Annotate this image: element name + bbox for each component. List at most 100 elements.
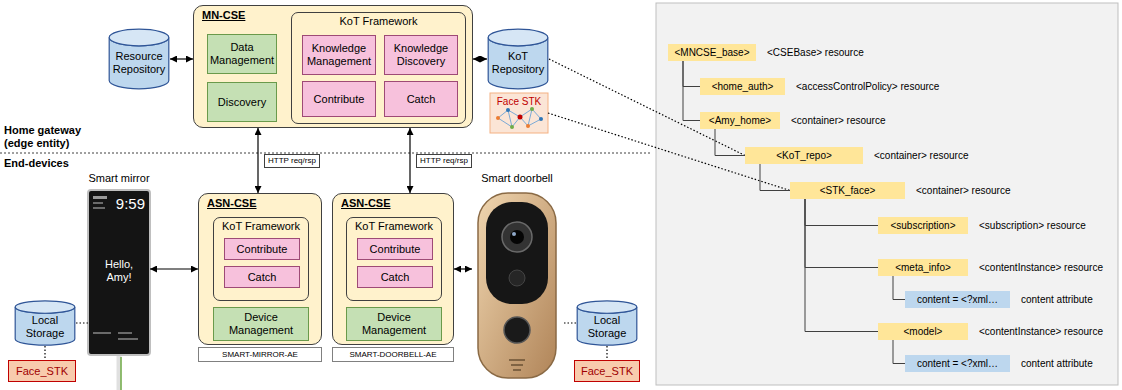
repository-cylinder: KoT Repository (487, 28, 549, 90)
node-text: 9:59 (116, 195, 145, 212)
node-text: content = <?xml… (917, 293, 998, 306)
resource-box: <model> (878, 323, 968, 340)
resource-type-label: <contentInstance> resource (979, 326, 1103, 338)
resource-type-label: <container> resource (916, 185, 1011, 197)
cylinder-top (15, 301, 75, 313)
resource-type-label: <subscription> resource (979, 220, 1086, 232)
function-box: Knowledge Management (302, 35, 376, 75)
resource-box: <subscription> (878, 217, 968, 234)
function-box: Discovery (207, 82, 277, 122)
tree-connector (805, 199, 878, 268)
function-box: Device Management (346, 307, 442, 341)
node-text: ASN-CSE (341, 197, 391, 210)
node-text: Catch (248, 271, 277, 284)
smart-doorbell-drawing (478, 193, 556, 378)
resource-type-label: <accessControlPolicy> resource (796, 81, 939, 93)
edge-separator (0, 153, 650, 154)
framework-box: KoT FrameworkContributeCatch (213, 217, 309, 301)
smart-mirror-drawing (88, 190, 150, 390)
node-text: Catch (407, 93, 436, 106)
stk-box: Face STK (490, 93, 548, 133)
node-text: Local Storage (17, 314, 73, 340)
function-box: Catch (357, 266, 433, 288)
tree-connector (893, 276, 905, 300)
node-text: <STK_face> (820, 184, 876, 197)
arrow-connector (409, 128, 410, 193)
tree-connector (683, 61, 700, 121)
node-text: Hello, Amy! (94, 258, 144, 284)
face-stk-network-icon (490, 93, 548, 133)
function-box: Contribute (224, 238, 300, 260)
node-text: Smart doorbell (481, 172, 553, 185)
node-text: Data Management (210, 41, 274, 67)
arrow-connector (257, 128, 258, 193)
node-text: SMART-MIRROR-AE (222, 350, 298, 360)
dotted-link (606, 346, 607, 360)
resource-box: <Amy_home> (700, 112, 780, 129)
arrow-connector (150, 268, 198, 269)
node-text: Device Management (217, 311, 305, 337)
node-text: Face_STK (581, 365, 633, 378)
node-text: KoT Framework (214, 220, 308, 233)
node-text: Contribute (370, 243, 421, 256)
attribute-label: content attribute (1021, 294, 1093, 306)
function-box: Catch (224, 266, 300, 288)
ae-tag: SMART-MIRROR-AE (198, 347, 322, 362)
cylinder-top (109, 29, 169, 46)
node-text: Smart mirror (88, 172, 149, 185)
tree-connector (715, 129, 745, 156)
function-box: Data Management (207, 34, 277, 74)
tree-connector (683, 61, 700, 87)
node-text: <MNCSE_base> (674, 46, 749, 59)
node-text: Discovery (218, 96, 266, 109)
node-text: content = <?xml… (917, 357, 998, 370)
resource-type-label: <container> resource (791, 115, 886, 127)
node-text: ASN-CSE (207, 197, 257, 210)
storage-cylinder: Local Storage (14, 300, 76, 346)
edge-label: HTTP req/rsp (264, 154, 320, 168)
repository-cylinder: Resource Repository (108, 28, 170, 90)
node-text: Knowledge Discovery (388, 42, 454, 68)
smart-mirror: Smart mirror9:59Hello, Amy! (88, 190, 150, 355)
cse-box: ASN-CSE KoT FrameworkContributeCatchDevic… (332, 193, 454, 345)
node-text: KoT Framework (347, 220, 441, 233)
node-text: Catch (381, 271, 410, 284)
node-text: SMART-DOORBELL-AE (350, 350, 437, 360)
node-text: Knowledge Management (306, 42, 372, 68)
arrow-connector (454, 268, 472, 269)
framework-box: KoT FrameworkContributeCatch (346, 217, 442, 301)
function-box: Device Management (213, 307, 309, 341)
attribute-box: content = <?xml… (905, 355, 1010, 372)
tree-connector (760, 164, 790, 191)
arrow-connector (473, 58, 487, 59)
resource-type-label: <contentInstance> resource (979, 262, 1103, 274)
tier-label: Home gateway (edge entity) (4, 124, 96, 150)
tree-connector (893, 340, 905, 364)
ae-tag: SMART-DOORBELL-AE (332, 347, 454, 362)
resource-box: <KoT_repo> (745, 147, 863, 164)
node-text: Local Storage (579, 314, 635, 340)
dotted-link (44, 346, 45, 360)
stk-box: Face_STK (574, 360, 640, 382)
resource-tree-panel (656, 3, 1118, 385)
node-text: <Amy_home> (709, 114, 771, 127)
tier-label: End-devices (4, 157, 69, 170)
function-box: Contribute (357, 238, 433, 260)
function-box: Knowledge Discovery (384, 35, 458, 75)
node-text: Contribute (314, 93, 365, 106)
edge-label: HTTP req/rsp (416, 154, 472, 168)
node-text: <subscription> (890, 219, 955, 232)
resource-box: <MNCSE_base> (668, 44, 756, 61)
cse-box: ASN-CSE KoT FrameworkContributeCatchDevic… (198, 193, 322, 345)
node-text: Device Management (350, 311, 438, 337)
cylinder-top (488, 29, 548, 46)
node-text: <home_auth> (712, 80, 774, 93)
cse-box: MN-CSEData ManagementDiscoveryKoT Framew… (193, 5, 473, 128)
cylinder-top (577, 301, 637, 313)
node-text: <model> (904, 325, 943, 338)
smart-doorbell: Smart doorbell (472, 190, 562, 380)
tree-connector (805, 199, 878, 226)
arrow-connector (170, 58, 193, 59)
resource-type-label: <container> resource (874, 150, 969, 162)
attribute-label: content attribute (1021, 358, 1093, 370)
